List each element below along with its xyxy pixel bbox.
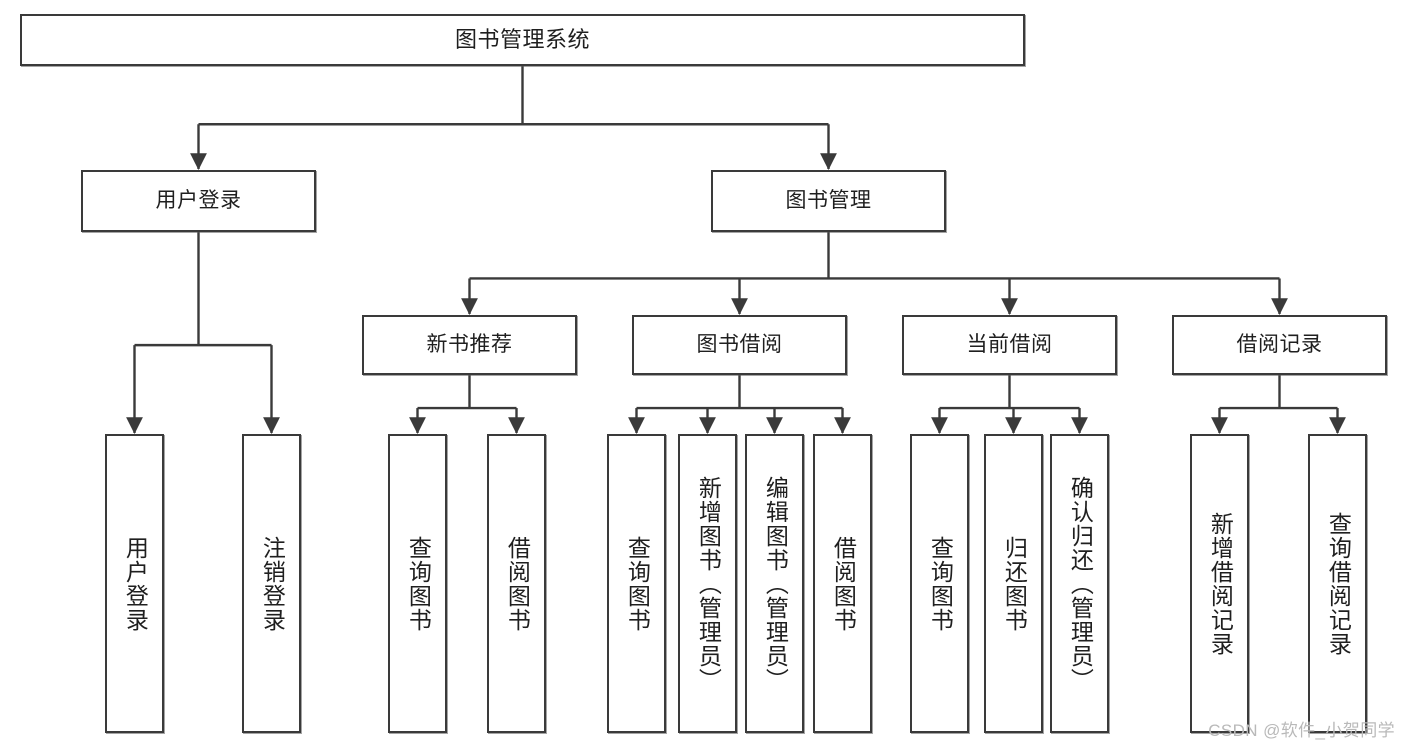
node-label: 图书借阅	[696, 333, 783, 357]
node-leaf-edit-book[interactable]: 编辑图书（管理员）	[745, 434, 804, 733]
node-label: 新增图书（管理员）	[695, 475, 722, 692]
node-label: 借阅记录	[1236, 333, 1323, 357]
watermark-text: CSDN @软件_小贺同学	[1208, 721, 1395, 740]
node-leaf-borrow-book-2[interactable]: 借阅图书	[813, 434, 872, 733]
node-label: 借阅图书	[504, 535, 531, 632]
node-root[interactable]: 图书管理系统	[20, 14, 1025, 66]
node-label: 新书推荐	[426, 333, 513, 357]
node-current-borrow[interactable]: 当前借阅	[902, 315, 1117, 375]
node-borrow-record[interactable]: 借阅记录	[1172, 315, 1387, 375]
node-label: 归还图书	[1001, 535, 1028, 632]
node-label: 确认归还（管理员）	[1067, 475, 1094, 692]
node-leaf-query-book-2[interactable]: 查询图书	[607, 434, 666, 733]
node-label: 查询图书	[927, 535, 954, 632]
node-label: 当前借阅	[966, 333, 1053, 357]
node-leaf-user-login[interactable]: 用户登录	[105, 434, 164, 733]
node-label: 编辑图书（管理员）	[762, 475, 789, 692]
node-book-manage[interactable]: 图书管理	[711, 170, 946, 232]
node-label: 查询图书	[405, 535, 432, 632]
node-label: 查询图书	[624, 535, 651, 632]
node-label: 用户登录	[155, 189, 242, 213]
node-leaf-query-book-3[interactable]: 查询图书	[910, 434, 969, 733]
node-label: 用户登录	[122, 535, 149, 632]
node-leaf-user-logout[interactable]: 注销登录	[242, 434, 301, 733]
node-user-login[interactable]: 用户登录	[81, 170, 316, 232]
node-label: 借阅图书	[830, 535, 857, 632]
node-label: 注销登录	[259, 535, 286, 632]
node-label: 新增借阅记录	[1207, 511, 1234, 656]
node-leaf-borrow-book-1[interactable]: 借阅图书	[487, 434, 546, 733]
node-leaf-query-book-1[interactable]: 查询图书	[388, 434, 447, 733]
node-leaf-return-book[interactable]: 归还图书	[984, 434, 1043, 733]
node-label: 查询借阅记录	[1325, 511, 1352, 656]
node-new-book-rec[interactable]: 新书推荐	[362, 315, 577, 375]
node-leaf-confirm-ret[interactable]: 确认归还（管理员）	[1050, 434, 1109, 733]
node-label: 图书管理系统	[454, 26, 590, 52]
node-leaf-add-record[interactable]: 新增借阅记录	[1190, 434, 1249, 733]
node-book-borrow[interactable]: 图书借阅	[632, 315, 847, 375]
node-label: 图书管理	[785, 189, 872, 213]
node-leaf-query-record[interactable]: 查询借阅记录	[1308, 434, 1367, 733]
node-leaf-add-book[interactable]: 新增图书（管理员）	[678, 434, 737, 733]
